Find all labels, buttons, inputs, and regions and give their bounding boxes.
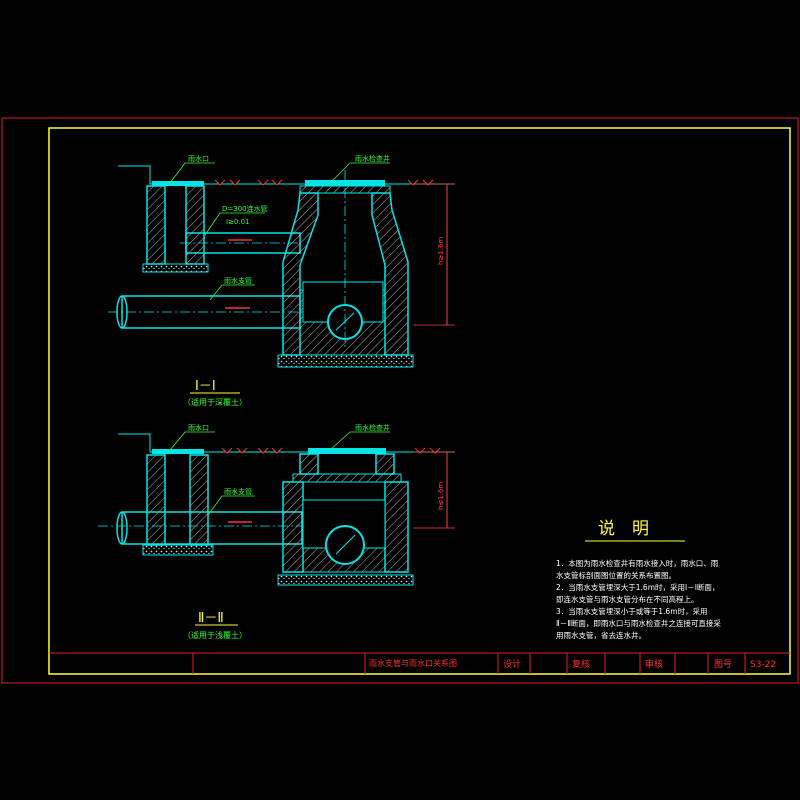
section-1-drawing — [108, 162, 455, 394]
s1-subtitle: （适用于深覆土） — [183, 397, 247, 407]
note-line: 即连水支管与雨水支管分布在不同高程上。 — [556, 594, 699, 604]
s2-dimension: h≤1.6m — [437, 482, 445, 510]
section-2-drawing — [98, 431, 455, 626]
inner-frame — [48, 127, 791, 675]
s1-dimension: h≥1.6m — [437, 237, 445, 265]
s1-label-branch: 雨水支管 — [224, 276, 252, 285]
s2-label-inlet: 雨水口 — [188, 423, 209, 432]
s1-label-inlet: 雨水口 — [188, 154, 209, 163]
s1-label-pipe-spec: D=300连水管 — [222, 204, 268, 213]
drawing-no-label: 图号 — [714, 659, 732, 670]
note-line: 用雨水支管，省去连水井。 — [556, 630, 646, 640]
title-block — [49, 652, 790, 674]
note-line: 水支管标剖面图位置的关系布置图。 — [556, 570, 676, 580]
s2-subtitle: （适用于浅覆土） — [183, 630, 247, 640]
notes-heading: 说 明 — [598, 519, 649, 539]
s2-title: Ⅱ－Ⅱ — [198, 611, 224, 626]
note-line: 1．本图为雨水检查井有雨水接入时，雨水口、雨 — [556, 558, 719, 568]
review-label: 审核 — [645, 658, 663, 670]
s1-label-slope: I≥0.01 — [226, 218, 250, 226]
outer-frame — [1, 117, 799, 684]
drawing-name: 雨水支管与雨水口关系图 — [369, 658, 457, 668]
s2-label-well: 雨水检查井 — [355, 423, 390, 432]
design-label: 设计 — [503, 658, 521, 670]
s2-label-branch: 雨水支管 — [224, 487, 252, 496]
note-line: Ⅱ－Ⅱ断面，即雨水口与雨水检查井之连接可直接采 — [556, 618, 721, 628]
note-line: 2．当雨水支管埋深大于1.6m时，采用Ⅰ－Ⅰ断面， — [556, 582, 719, 592]
s1-label-well: 雨水检查井 — [355, 154, 390, 163]
drawing-no: S3-22 — [750, 660, 776, 670]
check-label: 复核 — [572, 658, 590, 670]
s1-title: Ⅰ－Ⅰ — [195, 379, 216, 394]
note-line: 3．当雨水支管埋深小于或等于1.6m时，采用 — [556, 606, 708, 616]
